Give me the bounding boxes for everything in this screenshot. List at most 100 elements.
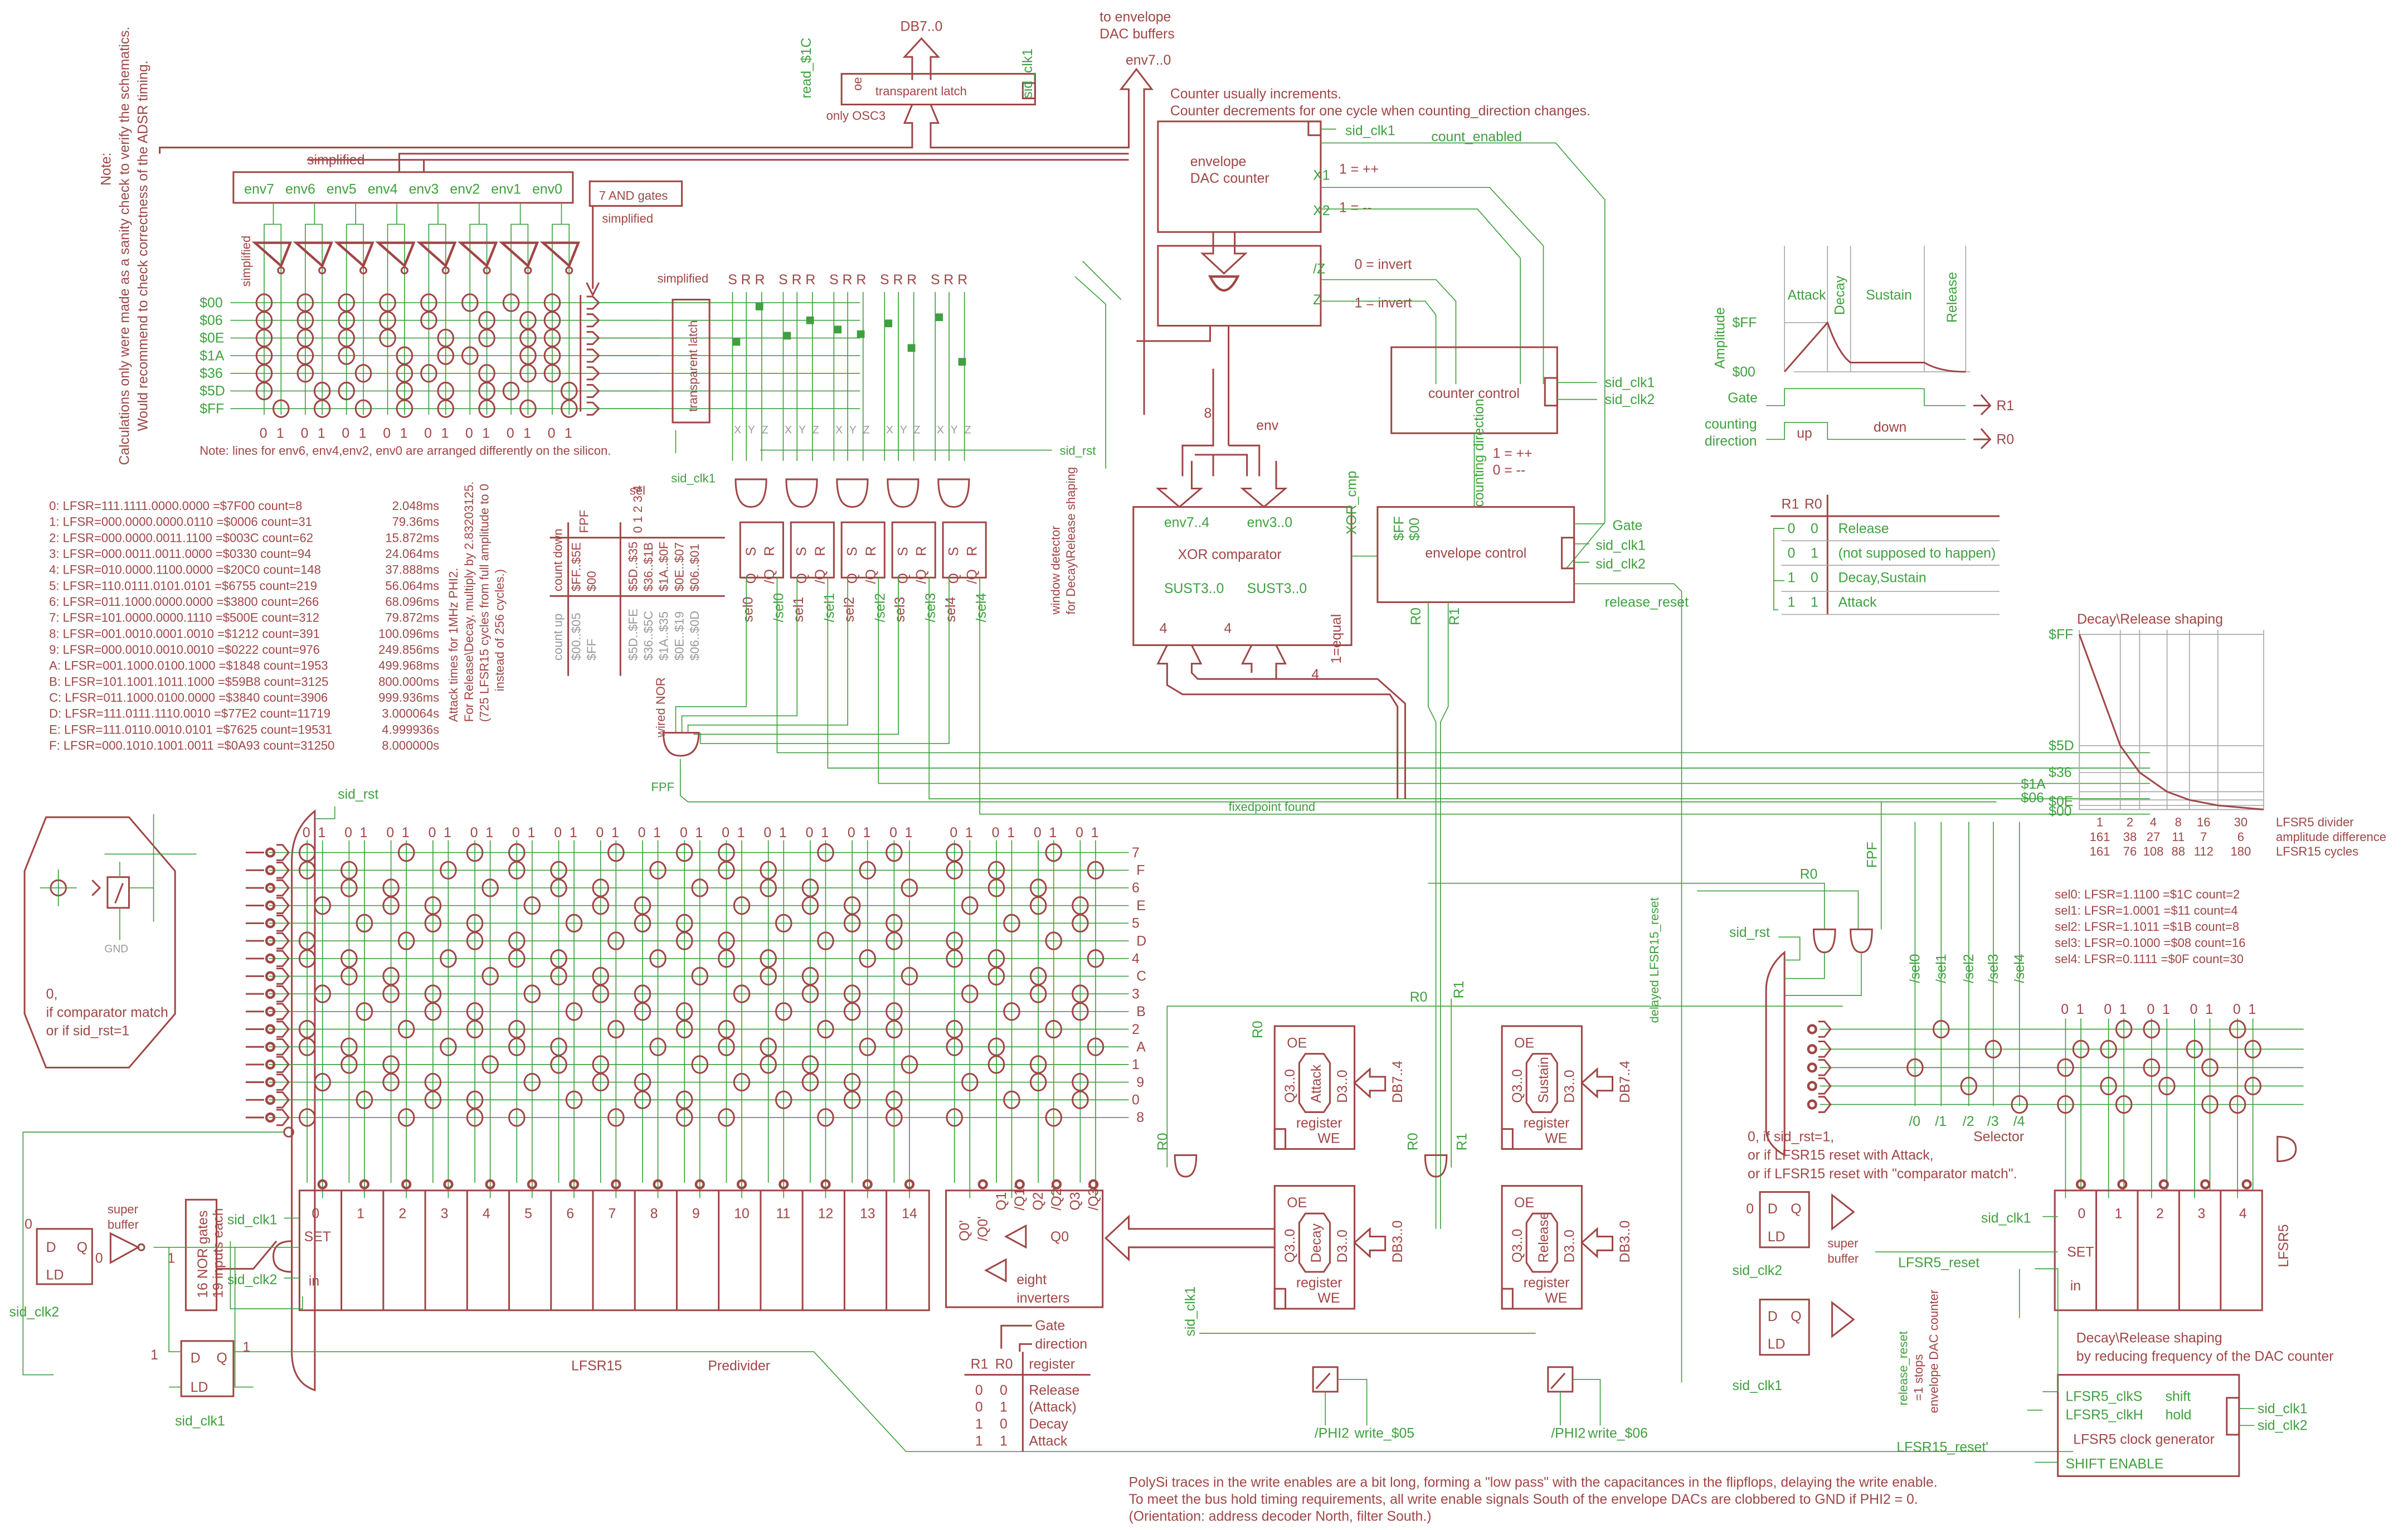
lfsr5-bit0: 0 [2147,1002,2155,1017]
match-transistor [298,1037,316,1056]
dir-note2: 0 = -- [1493,463,1526,478]
col-bit-1: 1 [1091,825,1099,841]
reg-databus: DB3..0 [1390,1221,1405,1263]
drs-row-value: 161 [2090,830,2110,844]
bit-0-label: 0 [260,426,267,441]
st-r1: 1 [1788,571,1796,586]
silicon-note: Note: lines for env6, env4,env2, env0 ar… [200,444,611,458]
sb1-label2: buffer [108,1218,139,1232]
lfsr-side3: (725 LFSR15 cycles from full amplitude t… [477,484,491,722]
oe-label: oe [850,77,864,91]
ff3-ld: LD [1768,1230,1786,1245]
wt-up-fpf: $FF [585,639,599,660]
sel-table-row: sel2: LFSR=1.1011 =$1B count=8 [2055,920,2239,934]
ff2-q: Q [217,1351,227,1366]
st-state: Decay,Sustain [1838,571,1927,586]
lfsr-row-line: 8: LFSR=001.0010.0001.0010 =$1212 count=… [49,626,320,640]
footer-notes: PolySi traces in the write enables are a… [1128,1475,1937,1524]
match-transistor [397,1108,415,1127]
read-1c-signal: read_$1C [799,38,814,99]
match-transistor [817,843,834,862]
match-row-label: $36 [200,366,222,381]
nor-bubble [265,953,276,964]
release-reset-1: release_reset [1896,1331,1910,1406]
lfsr15-register [298,1189,930,1312]
reg-register: register [1524,1116,1570,1131]
drs-row-label: amplitude difference [2276,830,2386,844]
col-bit-1: 1 [570,825,577,841]
ff-nq: /Q [965,569,980,584]
col-bit-0: 0 [763,825,771,841]
wt-sel: sel [630,483,645,497]
inverter-tap-label: Q1' [994,1189,1009,1211]
hex-row-label: 4 [1132,951,1140,966]
bit-1-label: 1 [276,426,284,441]
drs-row-label: LFSR15 cycles [2276,844,2358,858]
xyz-label: X [734,424,741,436]
match-transistor [1087,1037,1105,1056]
env-bit-label: env3 [409,182,439,197]
col-bit-0: 0 [1034,825,1042,841]
bus-w3: 4 [1311,667,1319,682]
shift-label: shift [2166,1389,2191,1404]
match-transistor [607,1019,625,1039]
bit-0-label: 0 [383,426,391,441]
ff1-in-val: 0 [25,1217,32,1232]
rt-h-r1: R1 [971,1357,989,1372]
lfsr5-register [2054,1189,2263,1312]
match-transistor [843,914,861,933]
match-transistor [314,1072,331,1092]
and-gate [836,478,869,508]
ec-gate: Gate [1613,518,1643,533]
lfsr-side4: instead of 256 cycles.) [493,569,507,691]
reg-oe: OE [1287,1196,1307,1211]
sr-flipflop [790,521,835,579]
col-bit-1: 1 [360,825,368,841]
drs-ytick: $FF [2049,628,2073,643]
env-bit-label: env7 [244,182,274,197]
nor-bubble [265,971,276,982]
register-release [1501,1185,1583,1310]
inverter-tap-label: /Q2' [1049,1186,1064,1211]
adsr-yff: $FF [1732,315,1757,331]
inv-simplified-label: simplified [239,236,253,287]
gen-clk2: sid_clk2 [2258,1419,2308,1434]
nsel-label: /sel4 [974,593,989,623]
hex-row-label: C [1136,969,1146,984]
ff3-clk: sid_clk2 [1732,1263,1782,1278]
lfsr15-cell-label: 1 [357,1206,364,1221]
col-bit-1: 1 [318,825,325,841]
col-bit-0: 0 [889,825,897,841]
lfsr5-fpf: FPF [1865,842,1880,868]
xyz-label: Y [900,424,907,436]
inverter-gate [498,241,539,268]
phase-attack: Attack [1788,288,1827,303]
lfsr-row-time: 2.048ms [392,499,440,513]
lfsr-row-time: 100.096ms [378,626,439,640]
ff-s: S [947,547,962,556]
st-r1: 0 [1788,546,1796,561]
env-bit-label: env1 [491,182,521,197]
inverter-tap-label: Q3' [1068,1189,1083,1211]
match-transistor [424,914,442,933]
lfsr-row-time: 24.064ms [385,547,439,561]
latch-contact [755,303,763,310]
match-transistor [466,931,484,950]
and-gate [937,478,970,508]
ff-s: S [744,547,759,556]
r0-gate2-label: R0 [1406,1133,1421,1150]
st-state: Release [1838,521,1889,536]
col-bit-0: 0 [386,825,394,841]
match-transistor [440,949,457,968]
hex-row-label: 1 [1132,1057,1140,1072]
drs-row-value: 88 [2171,844,2185,858]
sel-label: sel4 [943,597,959,623]
bus-w2: 4 [1224,621,1232,637]
drs-ytick: $5D [2049,739,2074,754]
adsr-r0: R0 [1996,433,2014,448]
lfsr15-set: SET [304,1230,331,1245]
note-block: Note: Calculations only were made as a s… [99,27,150,465]
reg-d: D3..0 [1563,1230,1578,1262]
wt-up-sel: $36..$5C [641,611,655,661]
